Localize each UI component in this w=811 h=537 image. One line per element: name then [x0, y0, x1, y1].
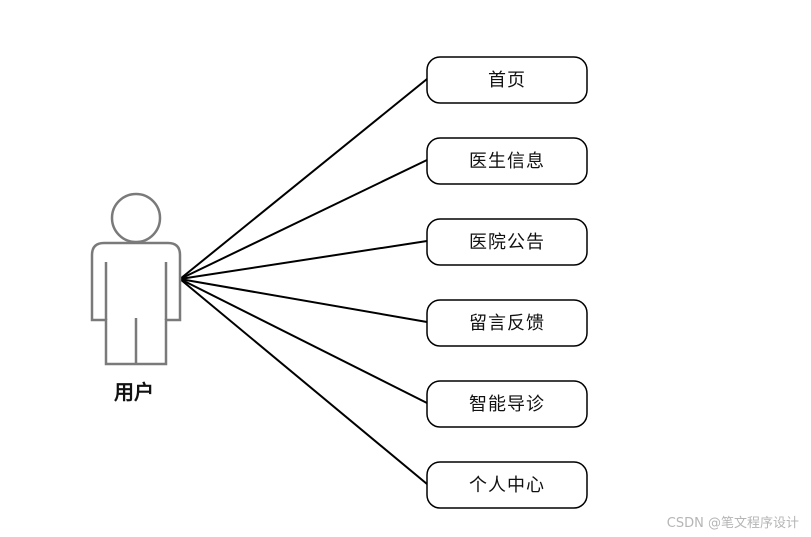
- use-case-box: [426, 299, 588, 347]
- association-line-2: [179, 159, 428, 280]
- watermark: CSDN @笔文程序设计: [666, 516, 799, 531]
- use-case-6: 个人中心: [426, 461, 588, 509]
- use-case-label: 留言反馈: [469, 313, 545, 334]
- use-case-2: 医生信息: [426, 137, 588, 185]
- association-line-5: [179, 278, 428, 404]
- use-case-box: [426, 218, 588, 266]
- use-case-label: 医院公告: [469, 232, 545, 253]
- association-line-1: [179, 78, 428, 280]
- use-case-5: 智能导诊: [426, 380, 588, 428]
- actor-head: [110, 192, 162, 244]
- use-case-box: [426, 461, 588, 509]
- use-case-box: [426, 137, 588, 185]
- use-case-label: 智能导诊: [469, 394, 545, 415]
- use-case-3: 医院公告: [426, 218, 588, 266]
- association-line-3: [179, 240, 428, 280]
- association-line-6: [179, 278, 428, 485]
- use-case-label: 首页: [488, 70, 526, 91]
- use-case-label: 医生信息: [469, 151, 545, 172]
- use-case-1: 首页: [426, 56, 588, 104]
- association-lines: [179, 78, 428, 485]
- actor-label: 用户: [114, 380, 154, 404]
- use-case-label: 个人中心: [469, 475, 545, 496]
- use-case-box: [426, 56, 588, 104]
- association-line-4: [179, 278, 428, 323]
- use-case-box: [426, 380, 588, 428]
- actor-body: [90, 241, 182, 366]
- use-case-4: 留言反馈: [426, 299, 588, 347]
- person-icon: [90, 192, 182, 366]
